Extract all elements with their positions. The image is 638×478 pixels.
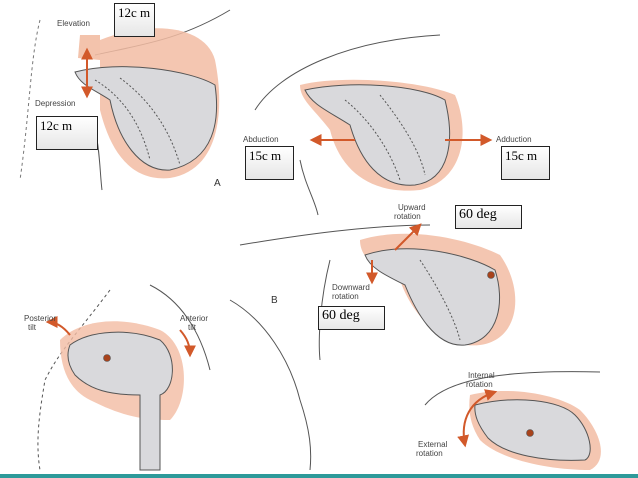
anterior-tilt-label-1: Anterior [180,314,208,323]
posterior-anterior-tilt-illustration [37,284,312,471]
elevation-depression-illustration [19,9,231,191]
panel-a-letter: A [214,178,221,189]
upward-rotation-label-2: rotation [394,212,421,221]
elevation-label: Elevation [57,19,90,28]
internal-external-rotation-illustration [424,371,601,470]
abduction-adduction-illustration [254,34,493,216]
elevation-range-box: 12c m [114,3,155,37]
external-rotation-label-1: External [418,440,448,449]
downward-rotation-label-1: Downward [332,283,370,292]
posterior-tilt-label-2: tilt [28,323,37,332]
depression-range-box: 12c m [36,116,98,150]
posterior-tilt-label-1: Posterior [24,314,56,323]
downward-rotation-range-box: 60 deg [318,306,385,330]
upward-rotation-label-1: Upward [398,203,426,212]
depression-label: Depression [35,99,75,108]
abduction-range-box: 15c m [245,146,294,180]
internal-rotation-label-1: Internal [468,371,495,380]
internal-rotation-label-2: rotation [466,380,493,389]
bottom-bar [0,474,638,478]
adduction-range-box: 15c m [501,146,550,180]
abduction-label: Abduction [243,135,279,144]
adduction-label: Adduction [496,135,532,144]
upward-rotation-range-box: 60 deg [455,205,522,229]
upward-downward-rotation-illustration [239,223,516,361]
panel-b-letter: B [271,295,278,306]
anterior-tilt-label-2: tilt [188,323,197,332]
downward-rotation-label-2: rotation [332,292,359,301]
external-rotation-label-2: rotation [416,449,443,458]
